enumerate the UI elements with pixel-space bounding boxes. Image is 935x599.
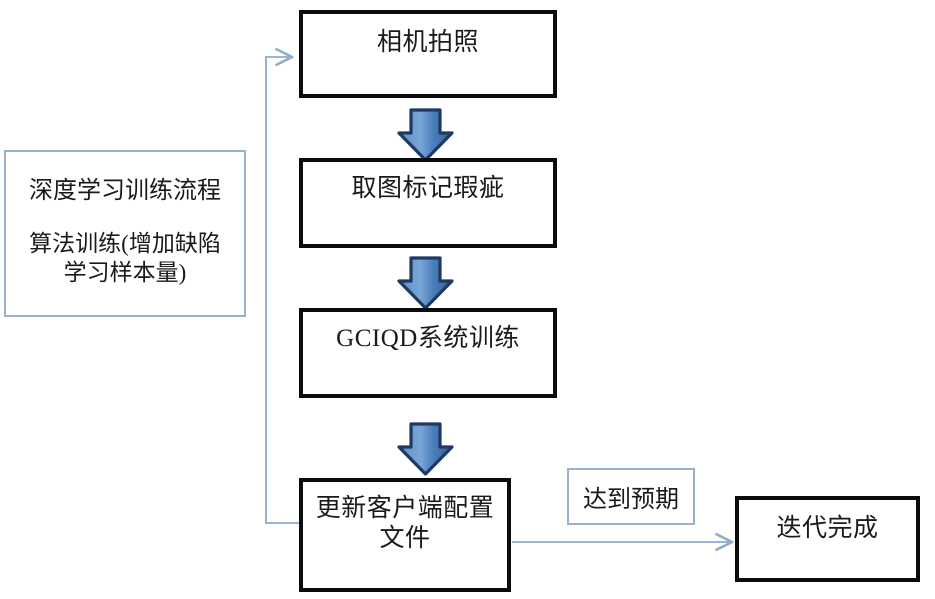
node-train[interactable]: GCIQD系统训练 — [299, 308, 557, 398]
node-capture-label: 相机拍照 — [376, 29, 479, 56]
node-capture[interactable]: 相机拍照 — [299, 10, 557, 98]
side-note-title: 深度学习训练流程 — [29, 178, 221, 204]
side-note-box: 深度学习训练流程 算法训练(增加缺陷 学习样本量) — [4, 150, 246, 317]
node-update[interactable]: 更新客户端配置 文件 — [299, 478, 511, 592]
edge-label-meets-expectation-text: 达到预期 — [583, 487, 679, 513]
node-mark-label: 取图标记瑕疵 — [351, 175, 505, 202]
node-done-label: 迭代完成 — [776, 515, 879, 542]
block-arrow-mark-to-train — [397, 256, 454, 310]
edge-label-meets-expectation: 达到预期 — [567, 468, 695, 525]
node-train-label: GCIQD系统训练 — [336, 325, 520, 352]
node-done[interactable]: 迭代完成 — [735, 496, 920, 582]
connector-update-to-capture — [265, 57, 299, 524]
node-mark[interactable]: 取图标记瑕疵 — [299, 158, 557, 248]
block-arrow-train-to-update — [397, 422, 454, 476]
block-arrow-capture-to-mark — [397, 108, 454, 162]
side-note-body: 算法训练(增加缺陷 学习样本量) — [29, 231, 221, 285]
node-update-label: 更新客户端配置 文件 — [315, 495, 495, 552]
